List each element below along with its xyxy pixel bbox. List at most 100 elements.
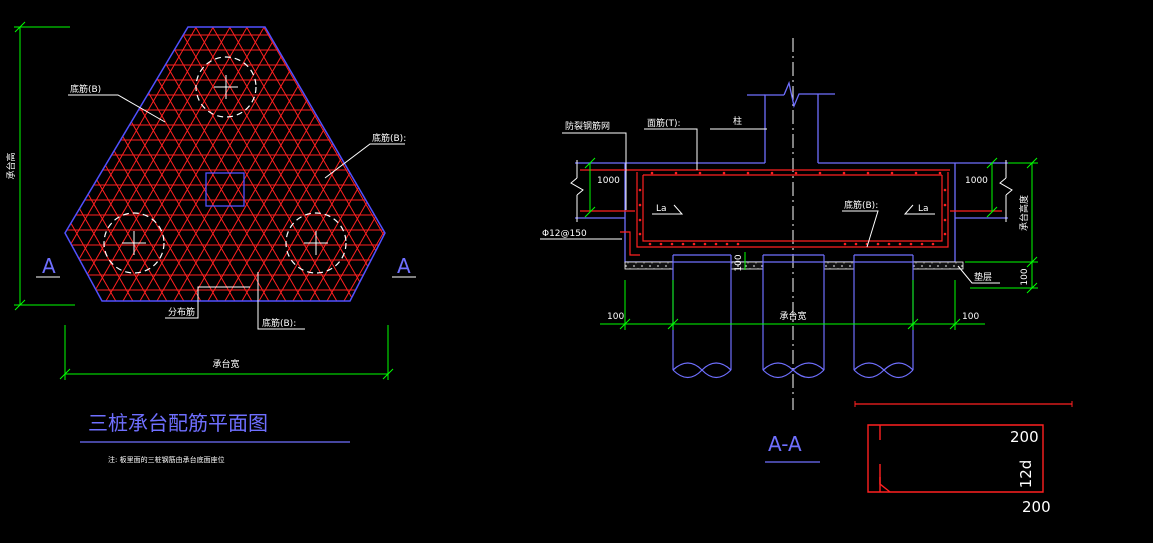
rebar-mesh-line [145, 27, 332, 301]
dim-100-cushion: 100 [734, 254, 744, 271]
leader-anchor-right [903, 204, 935, 215]
rebar-dot [714, 242, 718, 246]
rebar-mesh-line [843, 0, 1028, 320]
label-anchor-right: La [918, 204, 929, 214]
rebar-mesh-line [452, 0, 637, 320]
rebar-dot [638, 188, 642, 192]
rebar-dot [938, 171, 942, 175]
rebar-dot [736, 242, 740, 246]
plan-note: 注: 板里面的三桩钢筋由承台底面座位 [108, 455, 225, 464]
rebar-mesh-line [418, 0, 603, 320]
rebar-mesh-line [65, 27, 196, 301]
label-top-bars: 面筋(T): [647, 117, 681, 129]
rebar-mesh-line [588, 0, 773, 320]
rebar-mesh-line [315, 27, 385, 301]
break-symbol-left [570, 160, 584, 222]
rebar-mesh-line [452, 0, 637, 320]
leader-anchor-left [652, 204, 684, 215]
dim-1000-left: 1000 [597, 176, 620, 186]
rebar-mesh-line [758, 0, 943, 320]
rebar-mesh-line [554, 0, 739, 320]
rebar-mesh-line [571, 0, 756, 320]
rebar-mesh-line [366, 27, 385, 301]
rebar-dot [650, 171, 654, 175]
label-bottom-bars-left: 底筋(B) [70, 83, 101, 95]
rebar-mesh-line [724, 0, 909, 320]
rebar-dot [670, 242, 674, 246]
rebar-mesh-line [435, 0, 620, 320]
label-stirrup: Φ12@150 [542, 229, 587, 239]
rebar-mesh-line [809, 0, 994, 320]
rebar-mesh-line [401, 0, 586, 320]
rebar-mesh-line [349, 27, 385, 301]
leader-anti-crack [562, 132, 627, 210]
rebar-dot [920, 242, 924, 246]
rebar-dot [914, 171, 918, 175]
rebar-dot [943, 203, 947, 207]
rebar-dot [638, 218, 642, 222]
rebar-dot [659, 242, 663, 246]
rebar-dot [943, 188, 947, 192]
dim-12d: 12d [1017, 460, 1035, 489]
rebar-mesh-line [656, 0, 841, 320]
rebar-dot [931, 242, 935, 246]
rebar-mesh-line [741, 0, 926, 320]
pile-circle-left [103, 212, 165, 274]
pile-circle-right [285, 212, 347, 274]
rebar-mesh-line [383, 27, 385, 301]
rebar-mesh-line [65, 27, 213, 301]
break-symbol-right [999, 160, 1013, 222]
label-cap-height: 承台高度 [1018, 195, 1030, 231]
rebar-mesh-line [554, 0, 739, 320]
rebar-mesh-line [520, 0, 705, 320]
section-cap-outline [575, 162, 1008, 263]
section-rebar [580, 169, 1002, 256]
rebar-mesh-line [588, 0, 773, 320]
section-column [747, 80, 835, 163]
dim-200-top: 200 [1010, 428, 1039, 446]
rebar-mesh-line [775, 0, 960, 320]
rebar-mesh-line [741, 0, 926, 320]
leader-top-bars [644, 128, 698, 170]
rebar-mesh-line [401, 0, 586, 320]
label-bottom-bars-right: 底筋(B): [372, 132, 406, 144]
rebar-mesh-line [418, 0, 603, 320]
leader-bottom-bars-bottom [257, 272, 305, 330]
rebar-mesh-line [383, 27, 385, 301]
rebar-dot [898, 242, 902, 246]
pile-cap-plan-view: 承台高 承台宽 A A 底筋(B) 底筋(B): 分布筋 底筋(B): 三桩承台… [5, 0, 1079, 464]
leader-cushion [957, 265, 1000, 284]
rebar-dot [943, 232, 947, 236]
rebar-mesh-line [894, 0, 1079, 320]
pile-circle-top [195, 56, 257, 118]
rebar-dot [725, 242, 729, 246]
rebar-dot [866, 171, 870, 175]
rebar-mesh-line [622, 0, 807, 320]
leader-bottom-bars-section [842, 210, 879, 248]
rebar-dot [876, 242, 880, 246]
rebar-mesh-line [247, 27, 385, 301]
cushion-layer [624, 261, 964, 270]
rebar-mesh-line [775, 0, 960, 320]
rebar-dot [818, 171, 822, 175]
rebar-mesh-line [792, 0, 977, 320]
rebar-mesh-line [162, 27, 349, 301]
rebar-dot [890, 171, 894, 175]
label-cushion: 垫层 [974, 271, 992, 283]
rebar-mesh-line [860, 0, 1045, 320]
pile-middle [762, 254, 825, 379]
rebar-mesh-line [690, 0, 875, 320]
rebar-mesh-line [503, 0, 688, 320]
rebar-mesh-line [571, 0, 756, 320]
rebar-mesh-line [332, 27, 385, 301]
rebar-mesh-line [877, 0, 1062, 320]
plan-title: 三桩承台配筋平面图 [88, 411, 268, 435]
rebar-mesh-line [690, 0, 875, 320]
plan-width-label: 承台宽 [212, 358, 239, 370]
rebar-mesh [65, 0, 1079, 320]
rebar-mesh-line [537, 0, 722, 320]
rebar-dot [703, 242, 707, 246]
rebar-mesh-line [196, 27, 383, 301]
rebar-mesh-line [503, 0, 688, 320]
